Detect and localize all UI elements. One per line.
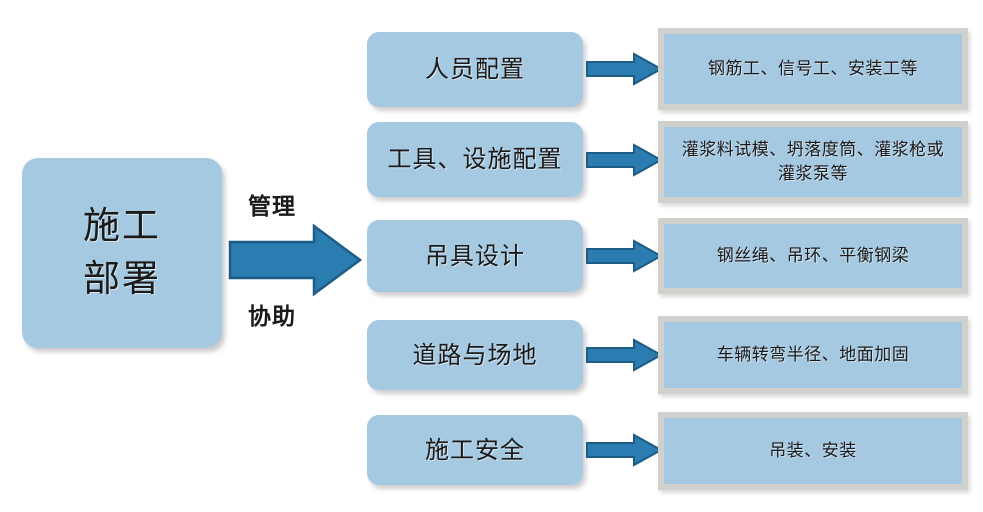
category-node-2-label: 工具、设施配置 (387, 145, 563, 174)
edge-label-assist: 协助 (248, 304, 296, 330)
edge-label-manage: 管理 (248, 194, 296, 220)
detail-node-3-label: 钢丝绳、吊环、平衡钢梁 (716, 245, 910, 266)
connector-arrow-5-icon (586, 433, 664, 467)
main-flow-arrow-icon (228, 223, 363, 297)
category-node-3-label: 吊具设计 (425, 241, 525, 270)
detail-node-3[interactable]: 钢丝绳、吊环、平衡钢梁 (658, 218, 968, 294)
connector-arrow-4-icon (586, 338, 664, 372)
root-node-label: 施工 部署 (83, 204, 161, 300)
detail-node-2[interactable]: 灌浆料试模、坍落度筒、灌浆枪或灌浆泵等 (658, 121, 968, 203)
category-node-3[interactable]: 吊具设计 (367, 220, 583, 292)
detail-node-4-label: 车辆转弯半径、地面加固 (716, 344, 910, 365)
connector-arrow-1-icon (586, 52, 664, 86)
connector-arrow-3-icon (586, 239, 664, 273)
category-node-2[interactable]: 工具、设施配置 (367, 122, 583, 197)
category-node-5-label: 施工安全 (425, 435, 525, 464)
detail-node-5[interactable]: 吊装、安装 (658, 412, 968, 490)
detail-node-5-label: 吊装、安装 (769, 440, 857, 461)
detail-node-1-label: 钢筋工、信号工、安装工等 (708, 58, 918, 79)
detail-node-1[interactable]: 钢筋工、信号工、安装工等 (658, 28, 968, 110)
category-node-4-label: 道路与场地 (412, 340, 538, 369)
category-node-5[interactable]: 施工安全 (367, 415, 583, 485)
category-node-4[interactable]: 道路与场地 (367, 320, 583, 390)
connector-arrow-2-icon (586, 143, 664, 177)
category-node-1[interactable]: 人员配置 (367, 32, 583, 107)
category-node-1-label: 人员配置 (425, 55, 525, 84)
root-node-construction-deployment[interactable]: 施工 部署 (22, 158, 222, 348)
detail-node-4[interactable]: 车辆转弯半径、地面加固 (658, 316, 968, 394)
detail-node-2-label: 灌浆料试模、坍落度筒、灌浆枪或灌浆泵等 (681, 139, 945, 184)
